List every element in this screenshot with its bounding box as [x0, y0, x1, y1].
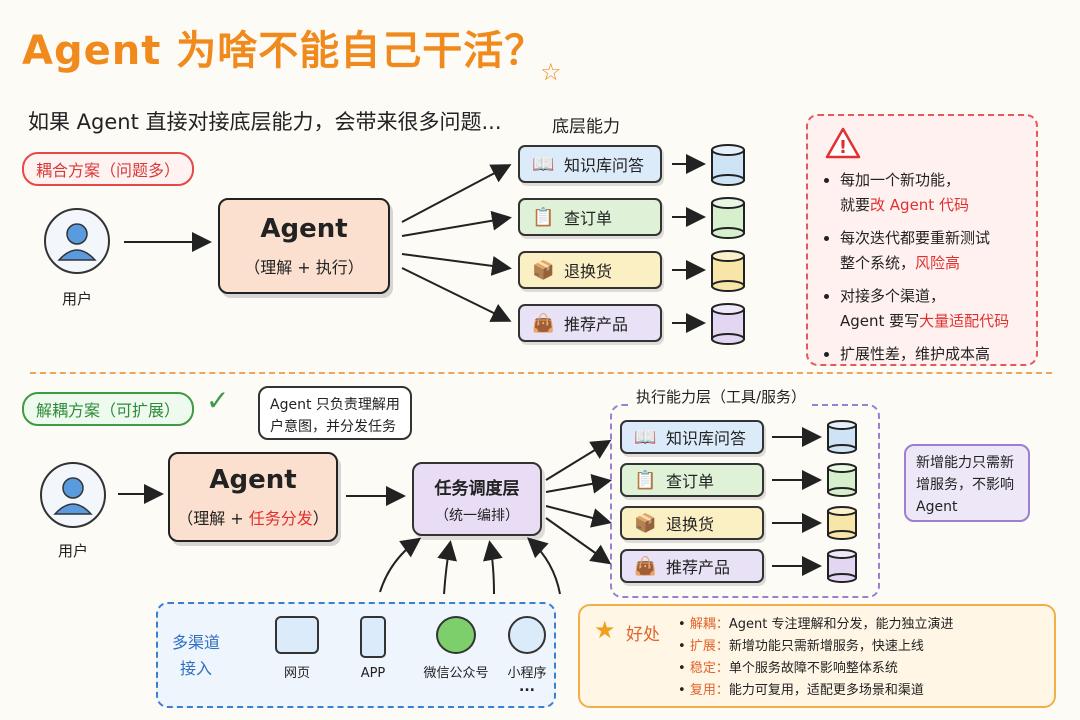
- cap-knowledge: 📖 知识库问答: [620, 420, 764, 454]
- agent-title: Agent: [260, 214, 348, 244]
- database-icon: [711, 197, 745, 239]
- user-label: 用户: [58, 542, 89, 560]
- phone-icon: [360, 616, 386, 658]
- benefit-item: • 复用：能力可复用，适配更多场景和渠道: [678, 683, 924, 698]
- scheduler-subtitle: （统一编排）: [435, 507, 519, 524]
- database-icon: [711, 144, 745, 186]
- cap-label: 推荐产品: [564, 315, 629, 334]
- cap-recommend: 👜 推荐产品: [620, 549, 764, 583]
- box-icon: 📦: [634, 512, 657, 534]
- cap-label: 知识库问答: [666, 429, 747, 448]
- exec-header: 执行能力层（工具/服务）: [632, 386, 811, 407]
- user-icon: [40, 462, 106, 528]
- agent-box-coupled: Agent （理解 + 执行）: [218, 198, 390, 294]
- section-divider: [30, 372, 1052, 374]
- decoupled-tag: 解耦方案（可扩展）: [22, 392, 195, 426]
- cap-return: 📦 退换货: [620, 506, 764, 540]
- cap-label: 查订单: [666, 472, 715, 491]
- subtitle: 如果 Agent 直接对接底层能力，会带来很多问题...: [28, 110, 502, 134]
- cap-order: 📋 查订单: [518, 198, 662, 236]
- cap-knowledge: 📖 知识库问答: [518, 145, 662, 183]
- channels-box: 多渠道接入 网页 APP 微信公众号 小程序 ...: [156, 602, 556, 708]
- benefit-item: • 扩展：新增功能只需新增服务，快速上线: [678, 639, 924, 654]
- problem-item: 扩展性差，维护成本高: [840, 342, 1017, 367]
- cap-label: 退换货: [666, 515, 715, 534]
- agent-note-bubble: Agent 只负责理解用户意图，并分发任务: [258, 386, 412, 440]
- scheduler-title: 任务调度层: [434, 478, 520, 499]
- book-icon: 📖: [532, 153, 555, 175]
- check-icon: ✓: [206, 384, 230, 417]
- cap-label: 查订单: [564, 209, 613, 228]
- cap-label: 退换货: [564, 262, 613, 281]
- benefit-item: • 解耦：Agent 专注理解和分发，能力独立演进: [678, 617, 954, 632]
- channel-miniprogram: 小程序 ...: [494, 616, 560, 695]
- scale-note-bubble: 新增能力只需新增服务，不影响 Agent: [904, 444, 1030, 522]
- benefits-box: ★ 好处 • 解耦：Agent 专注理解和分发，能力独立演进 • 扩展：新增功能…: [578, 604, 1056, 708]
- benefits-list: • 解耦：Agent 专注理解和分发，能力独立演进 • 扩展：新增功能只需新增服…: [678, 614, 953, 702]
- user-label: 用户: [62, 290, 93, 308]
- channels-label: 多渠道接入: [172, 633, 221, 678]
- cap-recommend: 👜 推荐产品: [518, 304, 662, 342]
- bag-icon: 👜: [634, 555, 657, 577]
- channel-wechat: 微信公众号: [416, 616, 496, 681]
- channel-web: 网页: [262, 616, 332, 681]
- channel-app: APP: [338, 616, 408, 681]
- database-icon: [711, 250, 745, 292]
- benefits-header: 好处: [626, 625, 660, 645]
- benefit-item: • 稳定：单个服务故障不影响整体系统: [678, 661, 898, 676]
- browser-icon: [275, 616, 319, 654]
- warning-icon: !: [824, 126, 862, 164]
- star-icon: ☆: [540, 58, 562, 86]
- page-title: Agent 为啥不能自己干活？: [22, 28, 546, 74]
- problem-item: 每加一个新功能，就要改 Agent 代码: [840, 168, 1017, 218]
- bag-icon: 👜: [532, 312, 555, 334]
- problems-list: 每加一个新功能，就要改 Agent 代码 每次迭代都要重新测试整个系统，风险高 …: [808, 168, 1017, 375]
- channels-more: ...: [519, 679, 535, 695]
- problem-item: 对接多个渠道，Agent 要写大量适配代码: [840, 284, 1017, 334]
- wechat-icon: [436, 616, 476, 654]
- clipboard-icon: 📋: [634, 469, 657, 491]
- agent-subtitle: （理解 + 执行）: [244, 258, 364, 277]
- problems-box: ! 每加一个新功能，就要改 Agent 代码 每次迭代都要重新测试整个系统，风险…: [806, 114, 1038, 366]
- coupled-tag: 耦合方案（问题多）: [22, 152, 195, 186]
- cap-label: 知识库问答: [564, 156, 645, 175]
- cap-return: 📦 退换货: [518, 251, 662, 289]
- agent-title: Agent: [209, 465, 297, 495]
- miniprogram-icon: [508, 616, 546, 654]
- book-icon: 📖: [634, 426, 657, 448]
- svg-text:!: !: [839, 137, 847, 158]
- cap-order: 📋 查订单: [620, 463, 764, 497]
- cap-label: 推荐产品: [666, 558, 731, 577]
- coupled-arrows: [124, 154, 706, 333]
- scheduler-box: 任务调度层 （统一编排）: [412, 462, 542, 536]
- agent-box-decoupled: Agent （理解 + 任务分发）: [168, 452, 338, 542]
- database-icon: [711, 303, 745, 345]
- box-icon: 📦: [532, 259, 555, 281]
- caps-header: 底层能力: [552, 117, 620, 137]
- star-icon: ★: [594, 616, 616, 644]
- clipboard-icon: 📋: [532, 206, 555, 228]
- agent-subtitle: （理解 + 任务分发）: [177, 509, 329, 528]
- user-icon: [44, 208, 110, 274]
